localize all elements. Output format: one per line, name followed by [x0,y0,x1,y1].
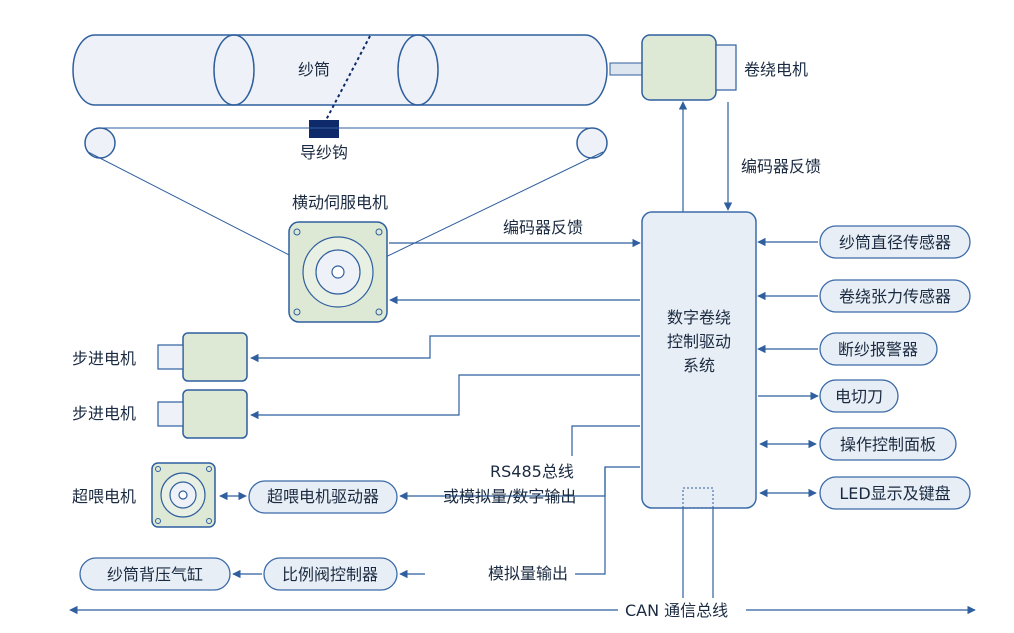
overfeed-driver-label: 超喂电机驱动器 [267,487,379,506]
control-panel-box [819,427,957,461]
rs485-label-1: RS485总线 [490,462,574,481]
ratio-valve-box [263,557,398,591]
guide-hook-shape [309,120,339,138]
break-alarm-label: 断纱报警器 [838,340,918,359]
stepper-motor-1-shape [157,332,248,382]
controller-label-1: 数字卷绕 [667,308,731,327]
rs485-label-2: 或模拟量/数字输出 [443,487,576,506]
bobbin-cylinder-box [79,557,231,591]
drive-to-stepper-2 [250,374,640,420]
overfeed-motor-shape [151,462,216,528]
diameter-sensor-label: 纱筒直径传感器 [839,233,951,252]
traverse-motor-shape [288,221,388,323]
pulley-right [576,127,608,159]
encoder-feedback-mid-label: 编码器反馈 [503,218,583,237]
stepper-1-label: 步进电机 [72,349,136,368]
overfeed-driver-box [248,480,398,514]
stepper-2-label: 步进电机 [72,404,136,423]
control-panel-label: 操作控制面板 [840,435,936,454]
ratio-valve-label: 比例阀控制器 [282,565,378,584]
break-alarm-box [819,332,938,366]
bobbin-label: 纱筒 [298,60,330,79]
can-bus-label: CAN 通信总线 [625,601,728,620]
cutter-label: 电切刀 [835,387,883,406]
rs485-up-line [571,425,640,456]
encoder-feedback-top-label: 编码器反馈 [741,157,821,176]
guide-hook-label: 导纱钩 [300,143,348,162]
bobbin-cylinder-shape [72,34,643,106]
tension-sensor-label: 卷绕张力传感器 [839,287,951,306]
winding-motor-label: 卷绕电机 [744,60,808,79]
pulley-left [84,127,116,159]
can-label-bg [618,598,746,622]
cutter-box [819,379,899,413]
overfeed-motor-label: 超喂电机 [72,487,136,506]
drive-to-ratio-valve [399,467,606,579]
analog-label-bg [425,561,575,585]
bobbin-cylinder-label: 纱筒背压气缸 [107,565,203,584]
led-display-box [819,476,971,510]
diameter-sensor-box [819,225,971,259]
led-display-label: LED显示及键盘 [839,484,950,503]
stepper-motor-2-shape [157,389,248,439]
tension-sensor-box [819,279,971,313]
traverse-motor-label: 横动伺服电机 [292,193,388,212]
yarn-line [324,35,371,123]
can-port [682,487,714,509]
controller-label-3: 系统 [683,356,715,375]
drive-to-stepper-1 [250,335,640,363]
analog-output-label: 模拟量输出 [488,564,568,583]
winding-motor-shape [641,34,737,101]
controller-label-2: 控制驱动 [667,332,731,351]
